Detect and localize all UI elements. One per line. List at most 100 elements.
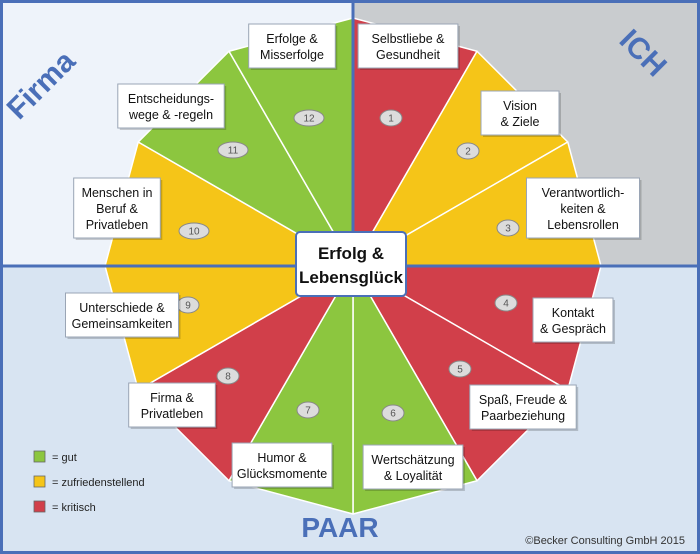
number-text: 10 [188, 227, 200, 238]
center-box-frame [295, 231, 407, 297]
segment-number-12: 12 [293, 109, 325, 127]
segment-number-6: 6 [381, 404, 405, 422]
label-line: Firma & [150, 391, 194, 405]
label-box [248, 23, 336, 69]
number-oval [178, 222, 210, 240]
number-oval [296, 401, 320, 419]
segment-label-5: Spaß, Freude & Paarbeziehung [469, 384, 579, 431]
label-line: Misserfolge [260, 48, 324, 62]
label-box [231, 442, 333, 488]
quadrant-label-paar: PAAR [301, 512, 378, 543]
number-text: 9 [185, 301, 191, 312]
legend-swatch-kritisch [33, 500, 46, 513]
label-box [526, 177, 640, 239]
segment-label-12: Erfolge & Misserfolge [248, 23, 338, 70]
number-oval [379, 109, 403, 127]
legend-swatch-gut [33, 450, 46, 463]
number-oval [381, 404, 405, 422]
segment-label-11: Entscheidungs-wege & -regeln [117, 83, 227, 130]
segment-label-4: Kontakt & Gespräch [532, 297, 615, 344]
number-oval [217, 141, 249, 159]
label-line: Spaß, Freude & [479, 393, 568, 407]
label-line: keiten & [560, 202, 606, 216]
label-line: Menschen in [82, 186, 153, 200]
legend-label-kritisch: = kritisch [52, 502, 96, 514]
legend: = gut = zufriedenstellend = kritisch [33, 450, 145, 514]
segment-number-4: 4 [494, 294, 518, 312]
number-text: 7 [305, 406, 311, 417]
center-title-line1: Erfolg & [318, 244, 384, 263]
label-box [73, 177, 161, 239]
number-oval [293, 109, 325, 127]
label-line: & Loyalität [384, 469, 443, 483]
label-line: Erfolge & [266, 32, 318, 46]
label-line: Privatleben [141, 407, 204, 421]
number-oval [448, 360, 472, 378]
label-box [128, 382, 216, 428]
segment-number-1: 1 [379, 109, 403, 127]
number-text: 6 [390, 409, 396, 420]
label-line: Gemeinsamkeiten [72, 317, 173, 331]
label-line: Unterschiede & [79, 301, 165, 315]
segment-label-9: Unterschiede & Gemeinsamkeiten [65, 292, 181, 339]
segment-number-10: 10 [178, 222, 210, 240]
number-text: 12 [303, 114, 315, 125]
label-line: Privatleben [86, 218, 149, 232]
label-box [469, 384, 577, 430]
label-line: Beruf & [96, 202, 138, 216]
segment-label-7: Humor & Glücksmomente [231, 442, 334, 489]
label-box [362, 444, 464, 490]
label-line: & Ziele [501, 115, 540, 129]
label-line: wege & -regeln [128, 108, 213, 122]
label-line: Paarbeziehung [481, 409, 565, 423]
number-text: 8 [225, 372, 231, 383]
number-oval [496, 219, 520, 237]
number-text: 1 [388, 114, 394, 125]
label-line: Humor & [257, 451, 307, 465]
number-text: 2 [465, 147, 471, 158]
segment-number-3: 3 [496, 219, 520, 237]
number-oval [216, 367, 240, 385]
label-line: Kontakt [552, 306, 595, 320]
legend-label-gut: = gut [52, 452, 77, 464]
copyright-text: ©Becker Consulting GmbH 2015 [525, 535, 685, 547]
segment-number-2: 2 [456, 142, 480, 160]
center-title-line2: Lebensglück [299, 268, 403, 287]
legend-swatch-zufriedenstellend [33, 475, 46, 488]
center-box: Erfolg & Lebensglück [295, 231, 407, 297]
number-oval [494, 294, 518, 312]
label-box [480, 90, 560, 136]
segment-number-7: 7 [296, 401, 320, 419]
label-box [532, 297, 614, 343]
segment-number-11: 11 [217, 141, 249, 159]
label-line: Selbstliebe & [372, 32, 446, 46]
label-box [117, 83, 225, 129]
segment-label-2: Vision & Ziele [480, 90, 561, 137]
label-box [65, 292, 179, 338]
segment-label-1: Selbstliebe & Gesundheit [357, 23, 460, 70]
segment-label-10: Menschen in Beruf & Privatleben [73, 177, 163, 240]
label-line: Vision [503, 99, 537, 113]
label-line: Verantwortlich- [542, 186, 625, 200]
label-line: Wertschätzung [371, 453, 454, 467]
segment-label-3: Verantwortlich-keiten & Lebensrollen [526, 177, 642, 240]
number-text: 5 [457, 365, 463, 376]
legend-label-zufriedenstellend: = zufriedenstellend [52, 477, 145, 489]
number-text: 11 [228, 146, 239, 157]
segment-number-5: 5 [448, 360, 472, 378]
label-line: Entscheidungs- [128, 92, 214, 106]
label-line: & Gespräch [540, 322, 606, 336]
label-line: Lebensrollen [547, 218, 619, 232]
segment-label-6: Wertschätzung & Loyalität [362, 444, 465, 491]
label-box [357, 23, 459, 69]
segment-label-8: Firma & Privatleben [128, 382, 218, 429]
number-text: 4 [503, 299, 509, 310]
label-line: Gesundheit [376, 48, 440, 62]
label-line: Glücksmomente [237, 467, 327, 481]
number-oval [456, 142, 480, 160]
segment-number-8: 8 [216, 367, 240, 385]
